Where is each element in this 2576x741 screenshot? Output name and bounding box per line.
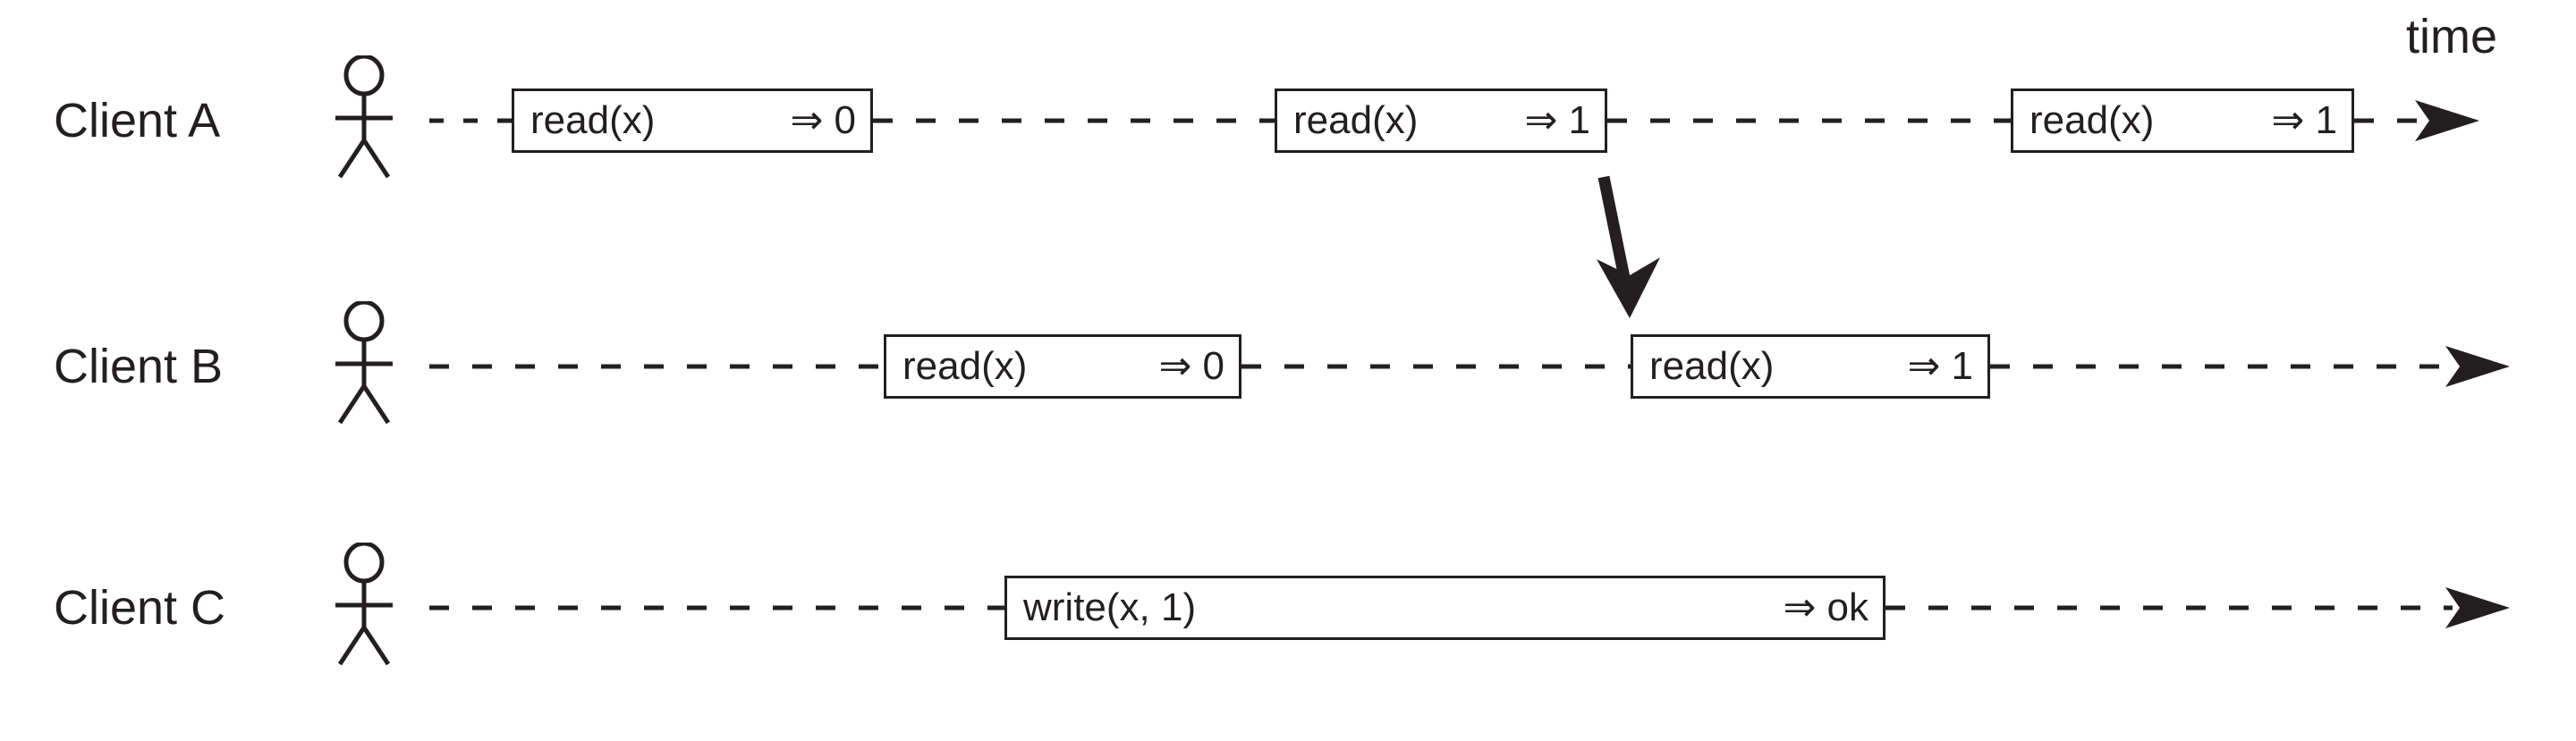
operation-return-c1: ⇒ ok [1783,585,1868,629]
operation-return-a2: ⇒ 1 [1524,98,1590,142]
operation-return-b1: ⇒ 0 [1158,344,1224,388]
operation-call-c1: write(x, 1) [1023,585,1197,629]
operation-box-b2[interactable]: read(x) ⇒ 1 [1631,334,1990,399]
lane-label-client-c: Client C [54,581,226,635]
operation-return-a1: ⇒ 0 [790,98,856,142]
operation-box-a2[interactable]: read(x) ⇒ 1 [1275,88,1607,153]
operation-return-a3: ⇒ 1 [2271,98,2337,142]
operation-call-a2: read(x) [1293,98,1419,142]
lane-label-client-a: Client A [54,94,221,147]
time-axis-label: time [2406,10,2498,63]
timeline-arrowhead-a [2415,100,2479,141]
operation-call-b2: read(x) [1649,344,1775,388]
operation-box-c1[interactable]: write(x, 1) ⇒ ok [1004,576,1885,640]
timeline-arrowhead-c [2445,587,2510,628]
operation-box-a1[interactable]: read(x) ⇒ 0 [512,88,873,153]
stick-figure-icon-client-c [335,543,393,666]
timeline-arrowhead-b [2445,346,2510,387]
stick-figure-icon-client-b [335,301,393,425]
lane-label-client-b: Client B [54,340,224,393]
operation-box-b1[interactable]: read(x) ⇒ 0 [884,334,1241,399]
stick-figure-icon-client-a [335,55,393,179]
operation-return-b2: ⇒ 1 [1907,344,1973,388]
operation-box-a3[interactable]: read(x) ⇒ 1 [2011,88,2354,153]
operation-call-a3: read(x) [2029,98,2155,142]
operation-call-b1: read(x) [902,344,1028,388]
operation-call-a1: read(x) [530,98,656,142]
causality-arrow [1597,175,1660,318]
